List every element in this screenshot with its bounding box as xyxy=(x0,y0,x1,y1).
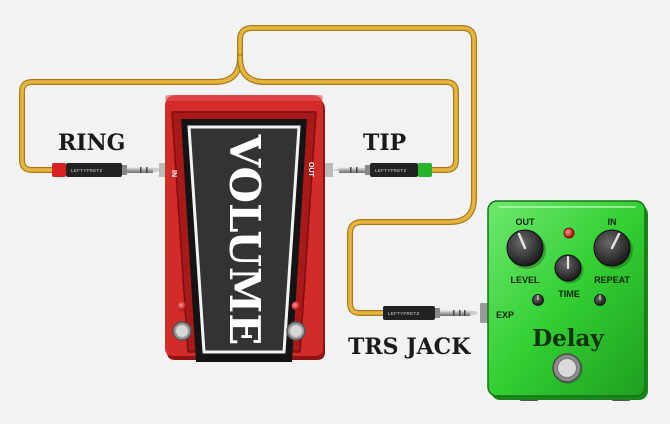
ring-label: RING xyxy=(58,130,125,156)
delay-exp-label: EXP xyxy=(496,310,514,320)
delay-footswitch[interactable] xyxy=(552,353,583,384)
volume-led-left xyxy=(177,301,187,311)
time-knob[interactable] xyxy=(554,254,584,284)
ring-plug-brand: LEFTYFRETZ xyxy=(71,168,103,173)
tip-plug-sleeve xyxy=(339,167,365,173)
trim-knob-left[interactable] xyxy=(532,294,544,306)
volume-out-jack xyxy=(325,163,333,177)
delay-name: Delay xyxy=(532,325,604,352)
repeat-label: REPEAT xyxy=(594,275,630,285)
ring-plug: LEFTYFRETZ xyxy=(52,163,160,177)
tip-plug-collar xyxy=(418,163,432,177)
volume-led-right xyxy=(291,301,301,311)
level-label: LEVEL xyxy=(510,275,540,285)
ring-plug-barrel xyxy=(66,163,122,177)
ring-cable xyxy=(19,25,477,316)
tip-label: TIP xyxy=(363,130,406,156)
tip-plug-barrel xyxy=(370,163,418,177)
trs-plug-barrel xyxy=(383,306,435,320)
cables xyxy=(19,25,477,316)
delay-pedal: OUT IN LEVEL TIME REPEAT EXP xyxy=(480,200,648,401)
delay-led xyxy=(563,227,575,239)
tip-cable xyxy=(237,54,459,173)
delay-out-label: OUT xyxy=(516,217,536,227)
volume-title: VOLUME xyxy=(220,134,269,346)
volume-treadle-inset xyxy=(187,125,301,354)
level-knob[interactable] xyxy=(506,229,546,269)
trim-knob-right[interactable] xyxy=(594,294,606,306)
ring-plug-collar xyxy=(52,163,66,177)
volume-out-label: OUT xyxy=(307,162,314,178)
delay-exp-jack xyxy=(480,303,489,323)
volume-pedal: IN OUT VOLUME xyxy=(159,95,333,362)
trs-plug: LEFTYFRETZ xyxy=(383,306,477,320)
delay-in-label: IN xyxy=(608,217,617,227)
trs-plug-brand: LEFTYFRETZ xyxy=(388,311,420,316)
trs-plug-sleeve xyxy=(440,310,470,316)
volume-in-label: IN xyxy=(170,170,177,177)
tip-plug: LEFTYFRETZ xyxy=(332,163,432,177)
time-label: TIME xyxy=(558,289,580,299)
tip-plug-brand: LEFTYFRETZ xyxy=(375,168,407,173)
trs-jack-label: TRS JACK xyxy=(348,334,471,360)
volume-in-jack xyxy=(159,163,167,177)
repeat-knob[interactable] xyxy=(593,229,633,269)
